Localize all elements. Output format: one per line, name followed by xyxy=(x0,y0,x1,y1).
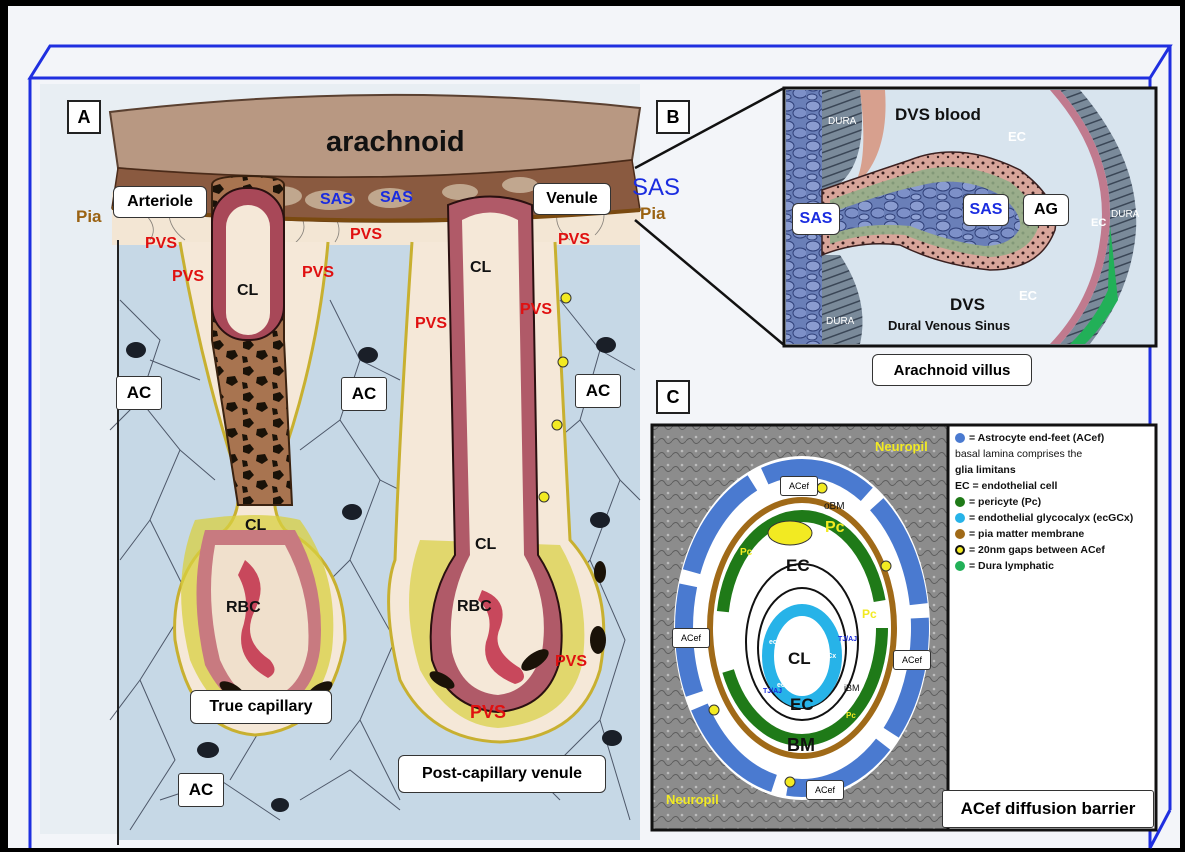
arachnoid-label: arachnoid xyxy=(326,128,465,157)
ecgcx-label-1: ecGCx xyxy=(800,599,822,606)
acef-label-1: ACef xyxy=(780,476,818,496)
legend-swatch-yellow xyxy=(955,545,965,555)
legend-swatch-brown xyxy=(955,529,965,539)
sas-label-1: SAS xyxy=(320,192,353,208)
pvs-label-9: PVS xyxy=(470,703,506,721)
legend-item-glycocalyx: = endothelial glycocalyx (ecGCx) xyxy=(955,512,1150,524)
legend-text-pericyte: = pericyte (Pc) xyxy=(969,496,1041,508)
post-capillary-venule-label: Post-capillary venule xyxy=(398,755,606,793)
ecgcx-label-3: ecGCx xyxy=(814,653,836,660)
rbc-label-1: RBC xyxy=(226,600,261,616)
legend-swatch-cyan xyxy=(955,513,965,523)
panel-c-label: C xyxy=(656,380,690,414)
bm-label: BM xyxy=(787,736,815,754)
pvs-label-8: PVS xyxy=(555,654,587,670)
dvs-blood-label: DVS blood xyxy=(895,106,981,123)
arachnoid-villus-caption: Arachnoid villus xyxy=(872,354,1032,386)
legend-text-basal-lamina: basal lamina comprises the xyxy=(955,448,1150,460)
sas-label-b-center: SAS xyxy=(963,194,1009,226)
legend-text-dura-lymphatic: = Dura lymphatic xyxy=(969,560,1054,572)
venule-label: Venule xyxy=(533,183,611,215)
pvs-label-4: PVS xyxy=(350,227,382,243)
legend-text-pia: = pia matter membrane xyxy=(969,528,1084,540)
pvs-label-3: PVS xyxy=(302,265,334,281)
pvs-label-2: PVS xyxy=(172,269,204,285)
tjaj-label-2: TJ/AJ xyxy=(763,688,782,695)
ecgcx-label-2: ecGCx xyxy=(769,639,791,646)
legend-item-gaps: = 20nm gaps between ACef xyxy=(955,544,1150,556)
panel-a-label: A xyxy=(67,100,101,134)
cl-label-2: CL xyxy=(470,260,491,276)
pvs-label-6: PVS xyxy=(520,302,552,318)
legend-text-acef: = Astrocyte end-feet (ACef) xyxy=(969,432,1104,444)
neuropil-label-1: Neuropil xyxy=(875,440,928,453)
dura-label-2: DURA xyxy=(1111,210,1139,220)
cl-label-4: CL xyxy=(475,537,496,553)
pvs-label-1: PVS xyxy=(145,236,177,252)
dura-label-1: DURA xyxy=(828,117,856,127)
panel-b-label: B xyxy=(656,100,690,134)
legend-text-glycocalyx: = endothelial glycocalyx (ecGCx) xyxy=(969,512,1133,524)
legend-item-pia: = pia matter membrane xyxy=(955,528,1150,540)
legend-item-pericyte: = pericyte (Pc) xyxy=(955,496,1150,508)
legend-text-ec: EC = endothelial cell xyxy=(955,480,1150,492)
legend-item-acef: = Astrocyte end-feet (ACef) xyxy=(955,432,1150,444)
legend-swatch-dura-green xyxy=(955,561,965,571)
acef-label-4: ACef xyxy=(806,780,844,800)
rbc-label-2: RBC xyxy=(457,599,492,615)
legend-item-dura-lymphatic: = Dura lymphatic xyxy=(955,560,1150,572)
cl-label-1: CL xyxy=(237,283,258,299)
pvs-label-7: PVS xyxy=(558,232,590,248)
ec-label-c2: EC xyxy=(790,696,814,713)
ac-label-2: AC xyxy=(341,377,387,411)
pc-label-4: Pc xyxy=(846,712,856,720)
acef-diffusion-barrier-caption: ACef diffusion barrier xyxy=(942,790,1154,828)
pc-label-3: Pc xyxy=(862,608,877,620)
acef-label-2: ACef xyxy=(672,628,710,648)
ec-label-c1: EC xyxy=(786,557,810,574)
dvs-label: DVS xyxy=(950,296,985,313)
pvs-label-5: PVS xyxy=(415,316,447,332)
arteriole-label: Arteriole xyxy=(113,186,207,218)
pia-left-label: Pia xyxy=(76,208,102,225)
sas-label-b-left: SAS xyxy=(792,203,840,235)
ec-label-b3: EC xyxy=(1019,289,1037,302)
true-capillary-label: True capillary xyxy=(190,690,332,724)
sas-label-2: SAS xyxy=(380,190,413,206)
dural-venous-sinus-label: Dural Venous Sinus xyxy=(888,319,1010,332)
pc-label-2: Pc xyxy=(740,548,752,558)
ac-label-4: AC xyxy=(178,773,224,807)
pia-right-label: Pia xyxy=(640,205,666,222)
pc-label-1: Pc xyxy=(825,520,845,536)
dura-label-3: DURA xyxy=(826,317,854,327)
legend: = Astrocyte end-feet (ACef) basal lamina… xyxy=(955,432,1150,576)
sas-label-top: SAS xyxy=(632,176,680,200)
legend-swatch-green xyxy=(955,497,965,507)
ac-label-1: AC xyxy=(116,376,162,410)
acef-label-3: ACef xyxy=(893,650,931,670)
ec-label-b1: EC xyxy=(1008,130,1026,143)
ibm-label: iBM xyxy=(844,684,860,693)
neuropil-label-2: Neuropil xyxy=(666,793,719,806)
tjaj-label-1: TJ/AJ xyxy=(838,636,857,643)
legend-text-glia-limitans: glia limitans xyxy=(955,464,1150,476)
ac-label-3: AC xyxy=(575,374,621,408)
legend-swatch-blue xyxy=(955,433,965,443)
obm-label: oBM xyxy=(824,502,845,512)
ec-label-b2: EC xyxy=(1091,218,1106,229)
cl-label-c: CL xyxy=(788,650,811,667)
legend-text-gaps: = 20nm gaps between ACef xyxy=(969,544,1105,556)
cl-label-3: CL xyxy=(245,518,266,534)
ag-label: AG xyxy=(1023,194,1069,226)
